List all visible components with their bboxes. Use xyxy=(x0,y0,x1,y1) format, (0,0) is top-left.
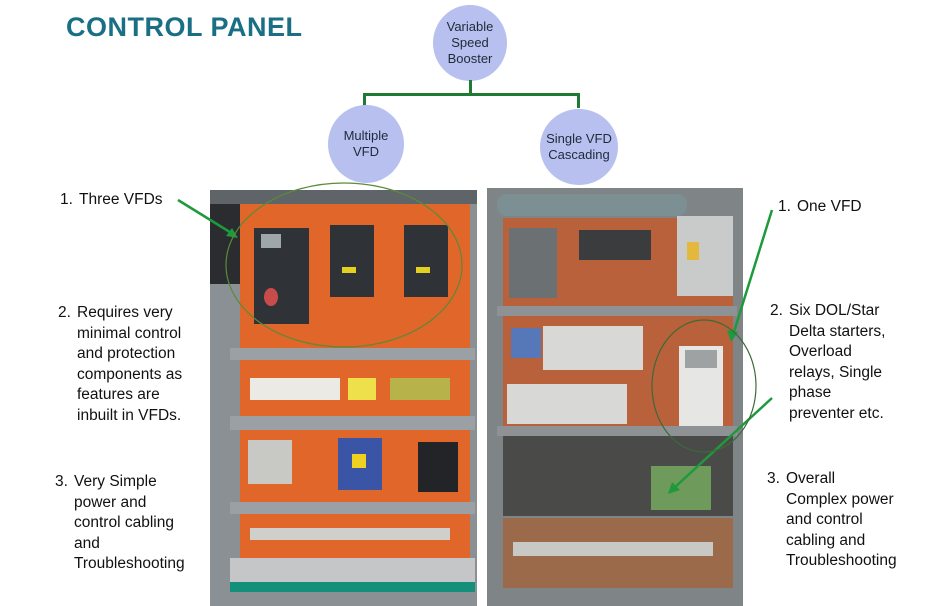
starter-section xyxy=(503,436,733,516)
breaker-row xyxy=(240,360,470,416)
right-note-3-number: 3. xyxy=(767,470,780,487)
left-note-2: 2. Requires very minimal control and pro… xyxy=(58,303,208,426)
connector-horizontal xyxy=(363,93,580,96)
left-note-2-text: Requires very minimal control and protec… xyxy=(77,304,183,424)
right-note-3: 3. Overall Complex power and control cab… xyxy=(767,469,925,572)
left-note-1-text: Three VFDs xyxy=(79,191,163,208)
panel-bottom xyxy=(230,558,475,582)
din-rail-tray-1 xyxy=(230,348,475,360)
breakers-yellow xyxy=(348,378,376,400)
child-node-multiple-vfd: Multiple VFD xyxy=(328,105,404,183)
terminals-right xyxy=(513,542,713,556)
warning-sign xyxy=(352,454,366,468)
left-note-2-number: 2. xyxy=(58,304,71,321)
vfd-drive-1-logo xyxy=(264,288,278,306)
connector-vertical-root xyxy=(469,80,472,95)
contactor xyxy=(248,440,292,484)
left-note-1: 1. Three VFDs xyxy=(60,190,210,211)
panel-top-frame xyxy=(210,190,477,204)
cable-duct-top xyxy=(497,194,687,216)
vfd-drive-1-display xyxy=(261,234,281,248)
right-note-2-text: Six DOL/Star Delta starters, Overload re… xyxy=(789,302,886,422)
vfd-drive-3-label xyxy=(416,267,430,273)
left-note-3-number: 3. xyxy=(55,473,68,490)
breakers-mcb xyxy=(250,378,340,400)
green-base-rail xyxy=(230,582,475,592)
right-note-1-number: 1. xyxy=(778,198,791,215)
child-node-single-vfd-cascading: Single VFD Cascading xyxy=(540,109,618,185)
right-note-3-text: Overall Complex power and control cablin… xyxy=(786,470,897,569)
terminals xyxy=(250,528,450,540)
right-note-2-number: 2. xyxy=(770,302,783,319)
single-phase-preventer-board xyxy=(651,466,711,510)
vfd-drive-2 xyxy=(330,225,374,297)
terminal-block-green xyxy=(390,378,450,400)
terminal-strip xyxy=(240,514,470,558)
connector-vertical-right xyxy=(577,93,580,108)
right-note-2: 2. Six DOL/Star Delta starters, Overload… xyxy=(770,301,925,424)
vfd-single-unit xyxy=(679,346,723,426)
relay-black xyxy=(418,442,458,492)
page-title: CONTROL PANEL xyxy=(66,12,303,42)
relay-bank xyxy=(579,230,651,260)
root-node-variable-speed-booster: Variable Speed Booster xyxy=(433,5,507,81)
transformer xyxy=(511,328,541,358)
left-note-3: 3. Very Simple power and control cabling… xyxy=(55,472,210,575)
din-rail-tray-2 xyxy=(230,416,475,430)
power-supply xyxy=(677,216,733,296)
contactor-row xyxy=(240,430,470,502)
child-node-single-vfd-label: Single VFD Cascading xyxy=(546,131,612,162)
vfd-drive-1 xyxy=(254,228,309,324)
vfd-drive-2-label xyxy=(342,267,356,273)
vfd-drive-3 xyxy=(404,225,448,297)
plc-module xyxy=(509,228,557,298)
terminal-section-right xyxy=(503,518,733,588)
left-note-1-number: 1. xyxy=(60,191,73,208)
right-note-1: 1. One VFD xyxy=(778,197,923,218)
connector-vertical-left xyxy=(363,93,366,108)
din-rail-tray-r1 xyxy=(497,306,737,316)
vfd-single-display xyxy=(685,350,717,368)
fan-unit xyxy=(210,204,240,284)
root-node-label: Variable Speed Booster xyxy=(446,19,494,66)
child-node-multiple-vfd-label: Multiple VFD xyxy=(343,128,389,159)
right-note-1-text: One VFD xyxy=(797,198,862,215)
mcb-group xyxy=(543,326,643,370)
din-rail-tray-r2 xyxy=(497,426,737,436)
left-note-3-text: Very Simple power and control cabling an… xyxy=(74,473,185,572)
photo-multiple-vfd-panel xyxy=(210,190,477,606)
din-rail-tray-3 xyxy=(230,502,475,514)
breaker-row-lower xyxy=(507,384,627,424)
photo-single-vfd-panel xyxy=(487,188,743,606)
power-supply-label xyxy=(687,242,699,260)
